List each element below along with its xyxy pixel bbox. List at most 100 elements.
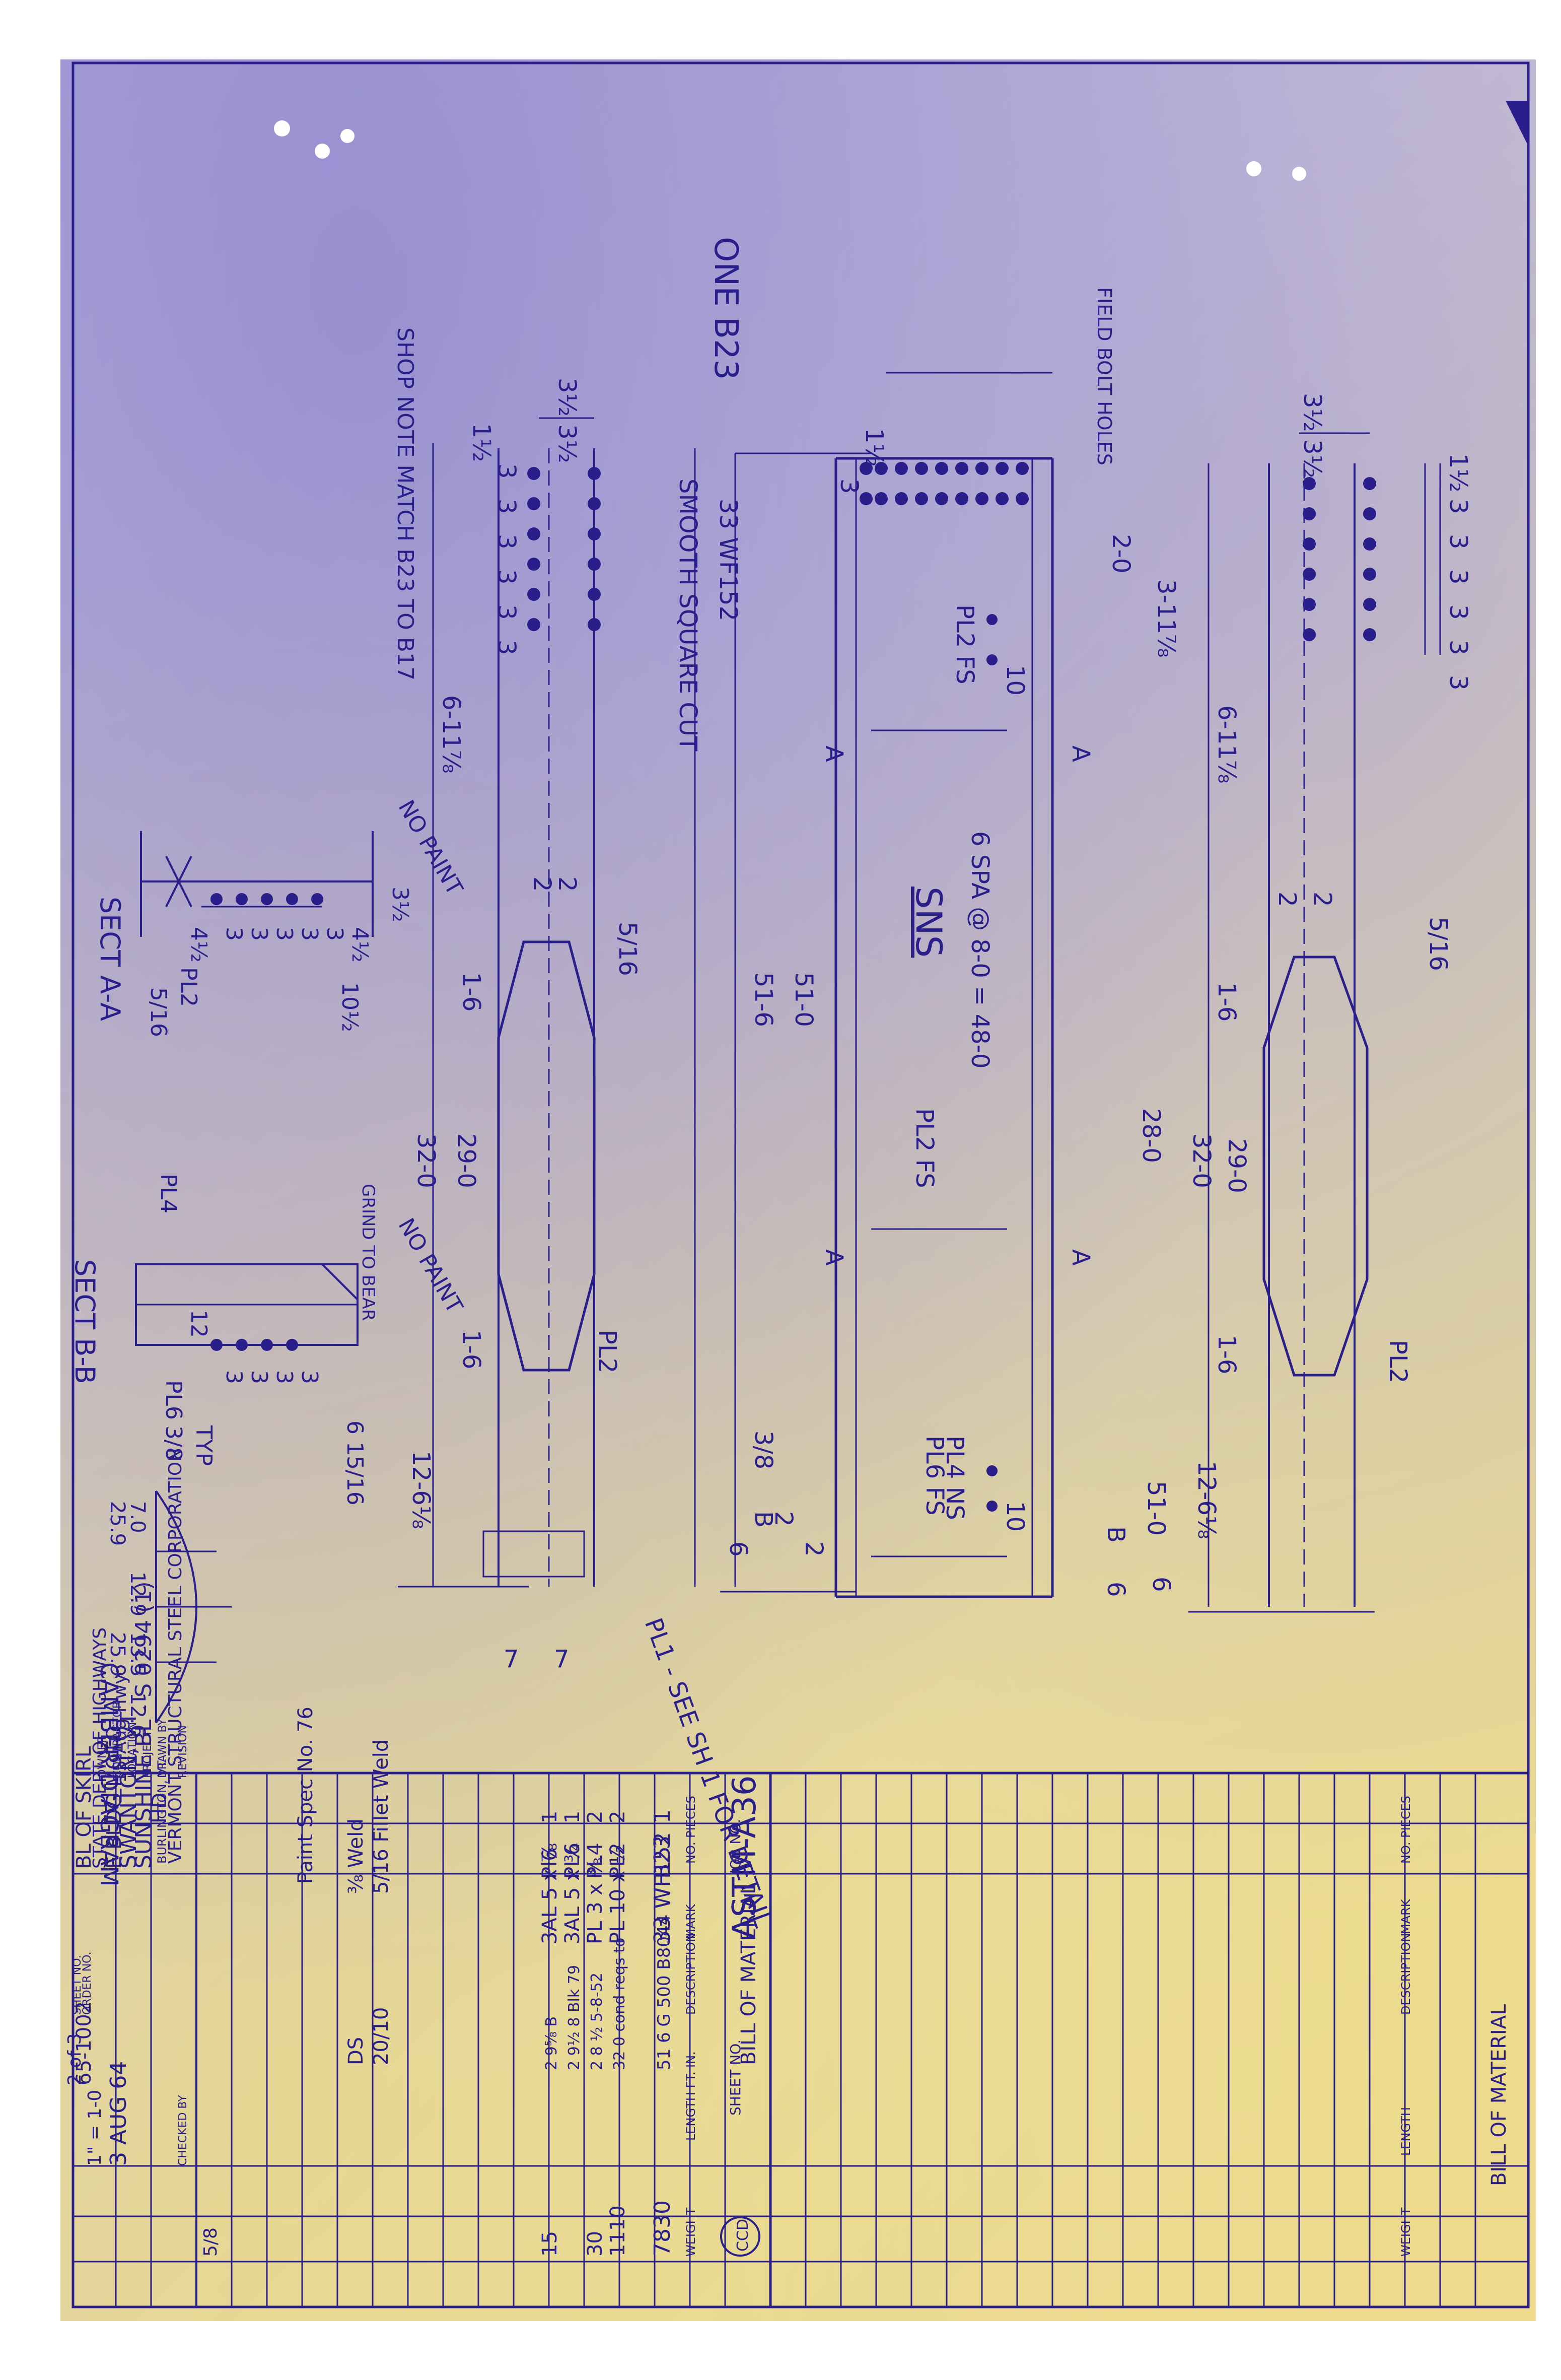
section-b-note-3: PL4 — [156, 1174, 181, 1213]
section-a-note-4: 3 — [221, 927, 247, 941]
section-mark-b2: B — [1102, 1526, 1130, 1543]
top-beam-dim-1-6b: 1-6 — [1213, 1335, 1241, 1374]
mid-dim-6: 51-0 — [790, 972, 818, 1027]
bottom-beam-dim-7b: 7 — [554, 1645, 570, 1673]
company-city: BURLINGTON, VT. — [155, 1758, 169, 1864]
bottom-beam-bolt-holes — [527, 467, 601, 631]
sheet-label: SHEET NO. — [71, 1955, 84, 2015]
sheet-no-label: SHEET NO. — [727, 2039, 744, 2116]
bom-row-5-no: 1 — [538, 1811, 561, 1823]
section-b-note-12: 3/8 — [161, 1425, 186, 1461]
section-b-note-11: TYP — [191, 1425, 217, 1466]
section-b-note-8: 12 — [186, 1310, 211, 1338]
beam-title: ONE B23 — [707, 237, 744, 380]
section-a-note-3: 4½ — [186, 927, 211, 963]
job-value: 15-Aug Hwy — [110, 1673, 130, 1783]
job-no-label: JOB NO. — [727, 1819, 744, 1875]
bottom-beam-end-dim-7: 3 — [492, 640, 521, 655]
bom-note-weld: ⅜ Weld — [344, 1818, 368, 1894]
bottom-beam-dim-end: 6-11⅞ — [437, 695, 465, 773]
shop-note: SHOP NOTE MATCH B23 TO B17 — [392, 327, 418, 681]
bom-note-frac: 5/8 — [200, 2227, 221, 2257]
section-a-note-5: 3 — [246, 927, 272, 941]
camber-title: CAMBER DIAGRAM — [95, 1662, 123, 1887]
mid-dim-12: 28-0 — [1137, 1108, 1165, 1163]
bill-of-material-grid — [72, 1772, 1530, 2308]
top-beam-end-dim-2: 3 — [1444, 499, 1472, 514]
bom-row-2-wt: 1110 — [606, 2205, 629, 2257]
beam-section: 33 WF152 — [714, 499, 742, 621]
bom-col-2: MARK — [684, 1903, 698, 1939]
circled-mark-ring — [720, 2216, 760, 2257]
bom-row-4-mark: PL6 — [561, 1843, 584, 1879]
top-beam-end-dim-4: 3 — [1444, 569, 1472, 585]
bottom-beam-dim-2a: 2 — [528, 876, 556, 892]
top-beam-dim-32: 32-0 — [1187, 1133, 1216, 1188]
bom-col-1: NO. PIECES — [684, 1796, 698, 1864]
bom-row-4-len: 2 9½ 8 Blk 79 — [565, 1965, 583, 2070]
bom-row-1-no: 1 — [650, 1809, 675, 1823]
bom-row-1-len: 51 6 G 500 B8044 — [654, 1915, 674, 2070]
bottom-beam-end-dim-6: 3 — [492, 604, 521, 620]
section-a-note-1: NO PAINT — [393, 796, 467, 900]
mid-dim-13: 10 — [1001, 1501, 1029, 1532]
section-b-note-5: 3 — [246, 1370, 272, 1384]
section-a-a-labels: SECT A-A NO PAINT 3½ 4½ 3 3 3 3 3 4½ 10½… — [94, 796, 468, 1037]
section-b-note-6: 3 — [271, 1370, 297, 1384]
bom-row-1-wt: 7830 — [650, 2200, 675, 2257]
top-beam-end-dim-5: 3 — [1444, 604, 1472, 620]
bom-note-ratio: 20/10 — [370, 2007, 393, 2065]
bottom-beam-end-dim-2: 3 — [492, 463, 521, 479]
contractor-value: E BLDG MOTO — [103, 1726, 126, 1869]
section-a-note-7: 3 — [297, 927, 322, 941]
camber-value-2: 25.9 — [106, 1501, 129, 1546]
section-b-note-10: PL6 — [161, 1380, 186, 1420]
top-beam-dim-12-6: 12-6⅛ — [1192, 1461, 1221, 1539]
bottom-beam-dim-1-6a: 1-6 — [457, 972, 485, 1011]
bom-row-1-mark: B23 — [650, 1835, 675, 1879]
bom-row: 1 Pl6 3AL 5 x ⅞ 2 9⅝ B 15 — [538, 1811, 561, 2257]
section-b-note-2: GRIND TO BEAR — [358, 1184, 378, 1321]
bom-row-2-len: 32 0 cond reqs to — [611, 1938, 628, 2070]
top-beam-end-dim-6: 3 — [1444, 640, 1472, 655]
drawing-title: BL OF SKIRL — [73, 1746, 96, 1869]
bottom-beam-gauge: 3½ 3½ — [553, 378, 581, 463]
sns-label: SNS — [908, 887, 949, 958]
top-bom-col-2: MARK — [1399, 1898, 1413, 1934]
mid-dim-8: 2 — [769, 1511, 798, 1527]
section-b-note-1: NO PAINT — [393, 1214, 467, 1318]
order-no: 65-1002 — [73, 2001, 96, 2085]
section-b-title: SECT B-B — [69, 1259, 101, 1384]
mid-dim-1: 1½ — [860, 428, 888, 467]
bom-row-5-desc: 3AL 5 x ⅞ — [538, 1843, 561, 1944]
location-label: LOCATION — [126, 1722, 139, 1778]
bom-row-4-no: 1 — [561, 1811, 584, 1823]
bom-row-2-no: 2 — [606, 1811, 629, 1823]
sheet-value: 2 of 3 — [64, 2033, 85, 2085]
middle-beam-labels: ONE B23 33 WF152 SMOOTH SQUARE CUT SNS 6… — [639, 237, 1180, 1931]
bom-row-3-desc: PL 3 x ⅜ — [584, 1858, 607, 1944]
project-label: PROJECT — [141, 1730, 154, 1778]
revision-label: REVISION — [177, 1725, 189, 1778]
section-b-note-9: 6 15/16 — [342, 1420, 368, 1506]
section-mark-a3: A — [820, 1249, 848, 1266]
bom-note-ds: DS — [344, 2037, 368, 2065]
location-value: SWANTON, VT — [116, 1712, 141, 1869]
bottom-beam-dim-32: 32-0 — [412, 1133, 440, 1188]
section-mark-a1: A — [820, 745, 848, 762]
camber-labels: CAMBER DIAGRAM 7.0 25.9 12.9 13.5 25.9 1… — [95, 1501, 149, 1887]
bottom-beam-end-dim-5: 3 — [492, 569, 521, 585]
project-value: SUNSHINE BL - S 0294 (1) — [131, 1582, 157, 1869]
bom-row-3-wt: 30 — [584, 2231, 607, 2257]
mid-dim-3: 2-0 — [1107, 534, 1135, 573]
section-a-note-12: 5/16 — [146, 987, 171, 1037]
punch-holes — [274, 120, 1306, 181]
section-a-note-2: 3½ — [387, 887, 413, 922]
bill-of-material-text: BILL OF MATERIAL NO. PIECES MARK DESCRIP… — [64, 1448, 1511, 2257]
bottom-beam-labels: 3½ 3½ SHOP NOTE MATCH B23 TO B17 1½ 3 3 … — [392, 327, 642, 1673]
bom-row: 1 PL6 3AL 5 x ¾ 2 9½ 8 Blk 79 — [561, 1811, 584, 2070]
top-beam-dim-2b: 2 — [1308, 892, 1336, 907]
section-a-note-6: 3 — [271, 927, 297, 941]
bom-row-3-no: 2 — [584, 1811, 607, 1823]
camber-value-5: 25.9 — [106, 1632, 129, 1677]
